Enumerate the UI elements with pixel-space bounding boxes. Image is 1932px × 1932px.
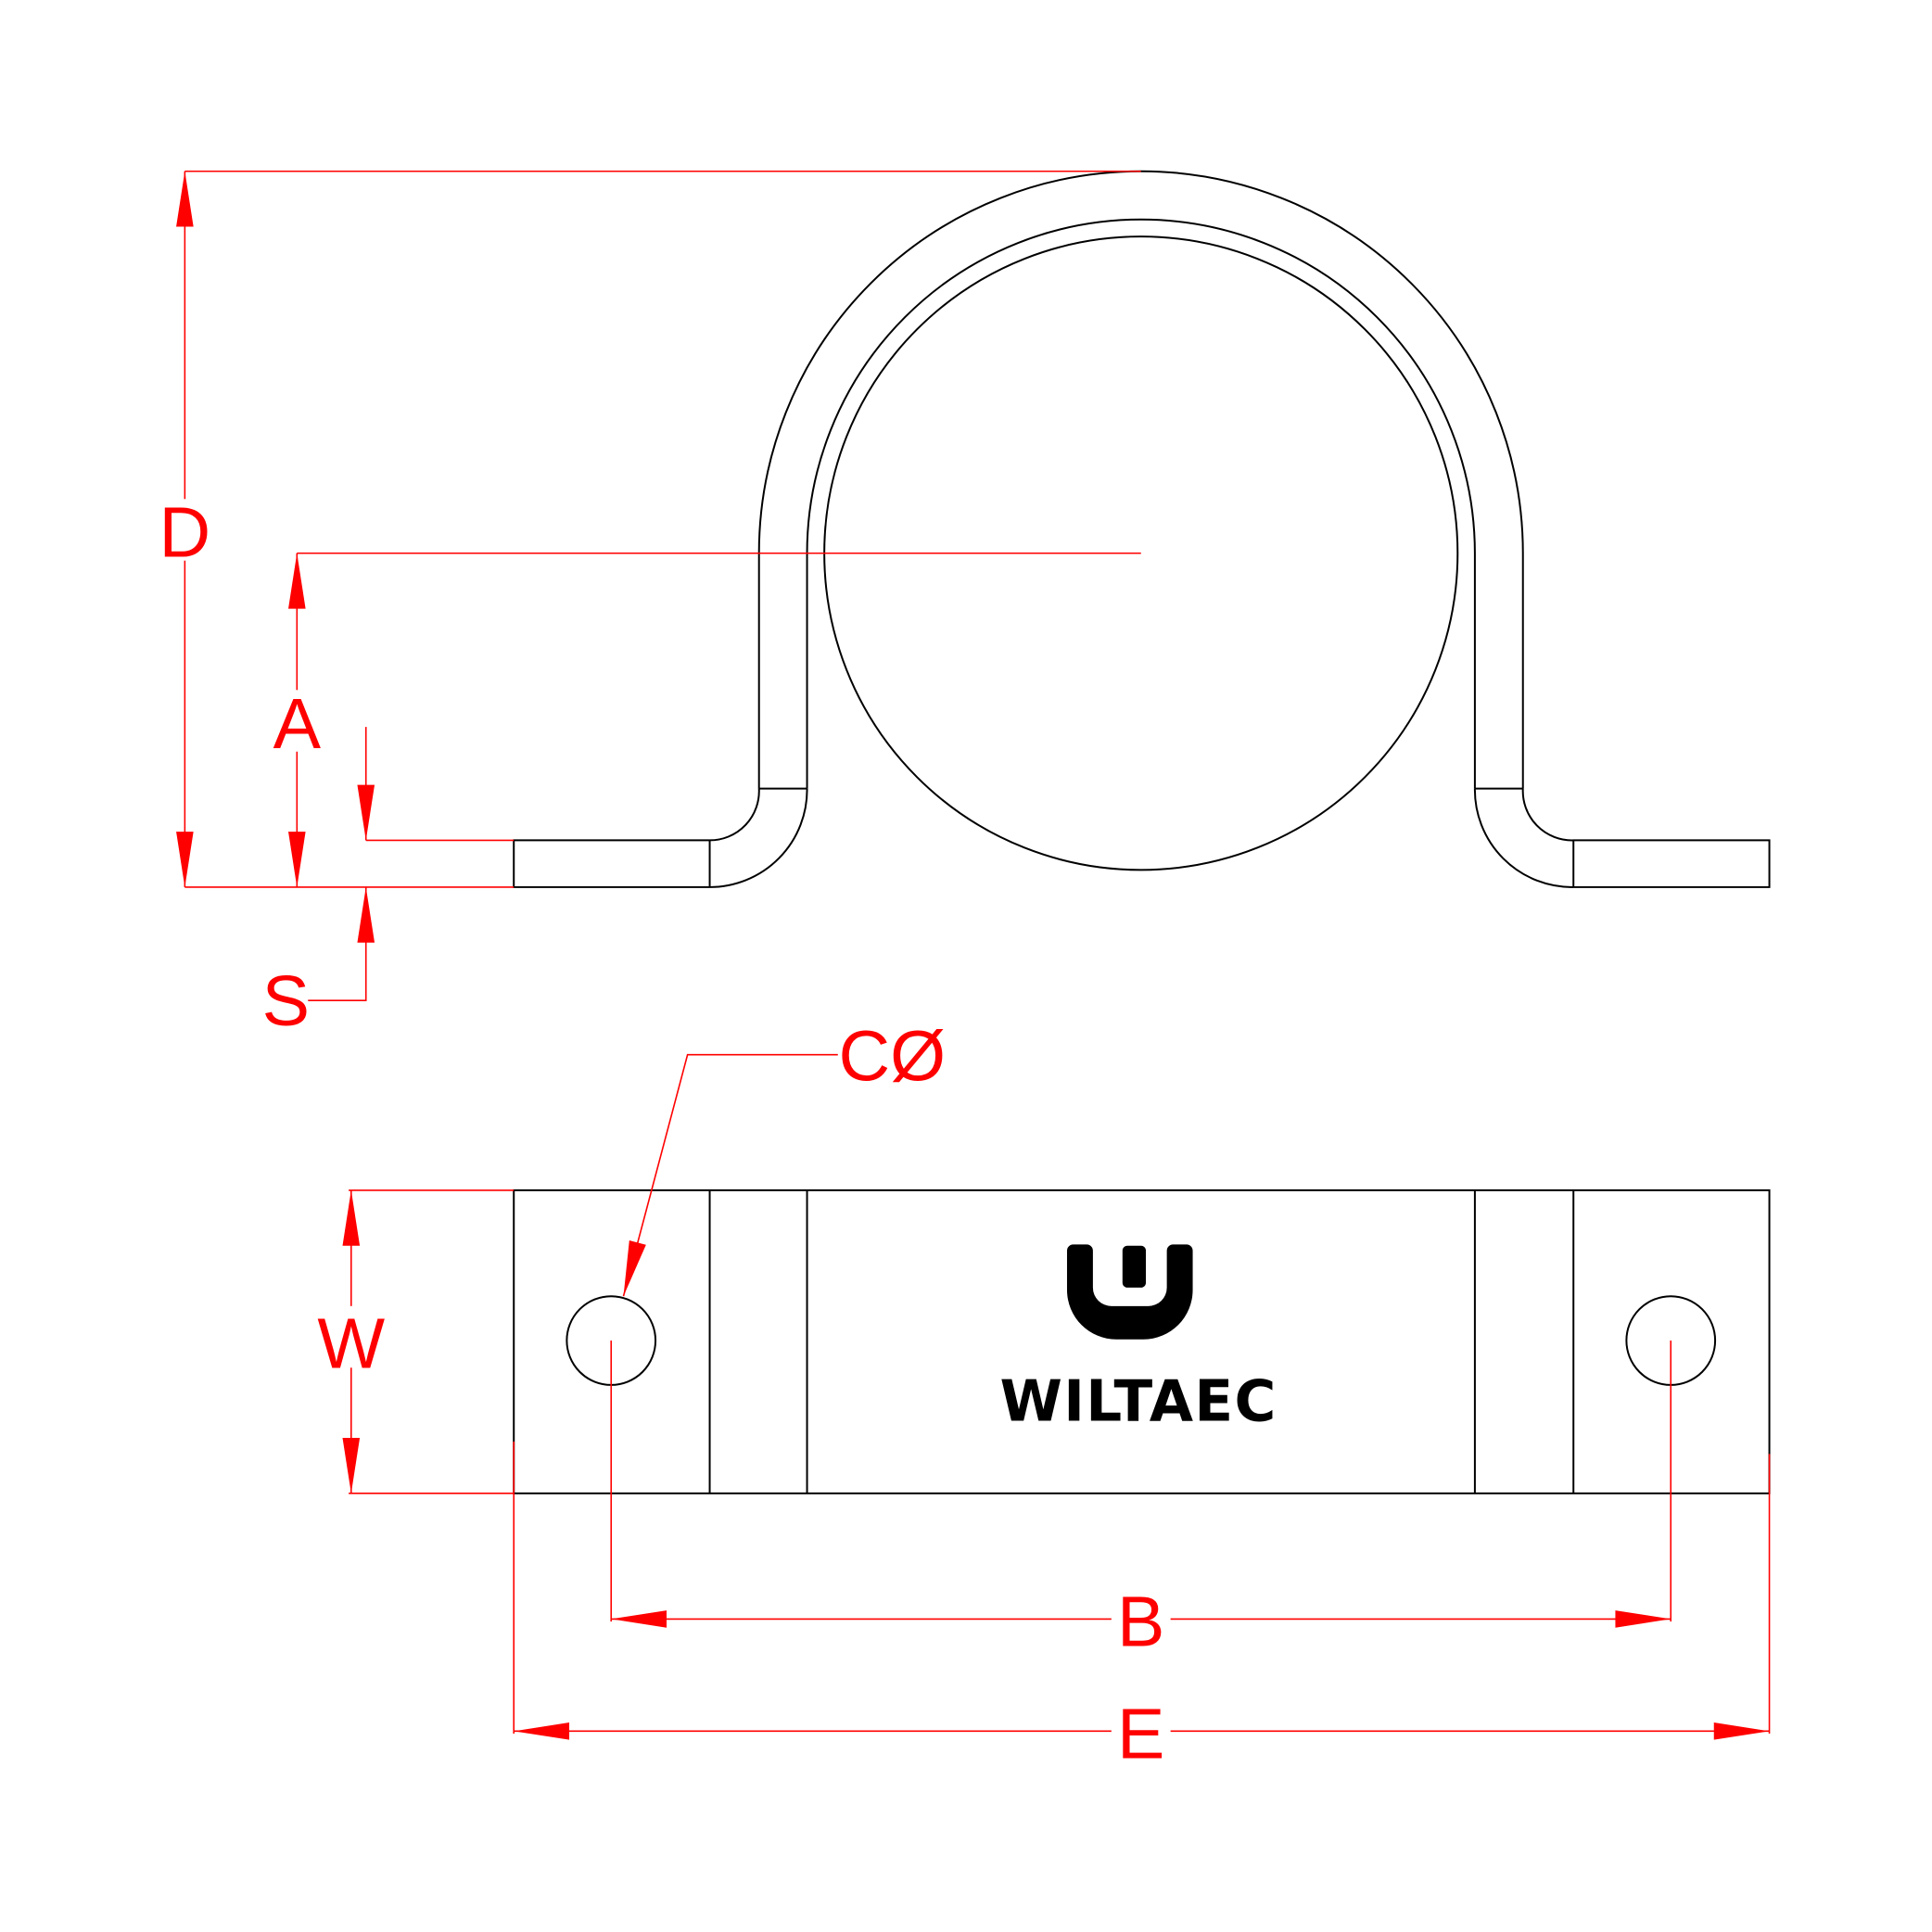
arrowhead xyxy=(611,1610,667,1628)
bend-lines xyxy=(708,1189,1575,1493)
arrowhead xyxy=(176,832,194,887)
arrowhead xyxy=(623,1239,646,1297)
dim-label-d: D xyxy=(159,493,211,573)
arrowhead xyxy=(176,171,194,227)
label-bg xyxy=(1111,1589,1171,1651)
dimension-lines xyxy=(184,170,1771,1735)
dim-label-a: A xyxy=(273,684,322,764)
brand-name: WILTAEC xyxy=(999,1368,1277,1434)
label-bg xyxy=(155,499,215,561)
arrowhead xyxy=(514,1722,570,1740)
dim-label-b: B xyxy=(1117,1582,1164,1662)
arrowhead xyxy=(342,1438,361,1493)
brand-logo-icon xyxy=(1066,1244,1193,1340)
label-bg xyxy=(320,1305,383,1368)
dim-label-w: W xyxy=(317,1303,385,1383)
inner-bend xyxy=(806,218,1476,789)
label-bg xyxy=(1111,1700,1171,1762)
arrowhead xyxy=(357,886,375,943)
side-view xyxy=(513,170,1771,888)
left-foot xyxy=(513,787,808,888)
arrowhead xyxy=(1615,1610,1671,1628)
outer-bend xyxy=(757,170,1524,789)
dim-label-s: S xyxy=(262,961,310,1041)
arrowhead xyxy=(1713,1722,1770,1740)
base-outline xyxy=(513,1188,1771,1494)
label-bg xyxy=(267,690,327,752)
arrowhead xyxy=(288,553,306,609)
right-foot xyxy=(1473,787,1771,888)
dimensions: D A S CØ W B E xyxy=(155,170,1771,1774)
top-view: WILTAEC xyxy=(513,1188,1771,1494)
dim-label-c: CØ xyxy=(838,1017,946,1097)
arrowhead xyxy=(288,832,306,887)
arrowhead xyxy=(357,784,375,841)
dim-label-e: E xyxy=(1117,1695,1164,1774)
arrowhead xyxy=(342,1189,361,1246)
